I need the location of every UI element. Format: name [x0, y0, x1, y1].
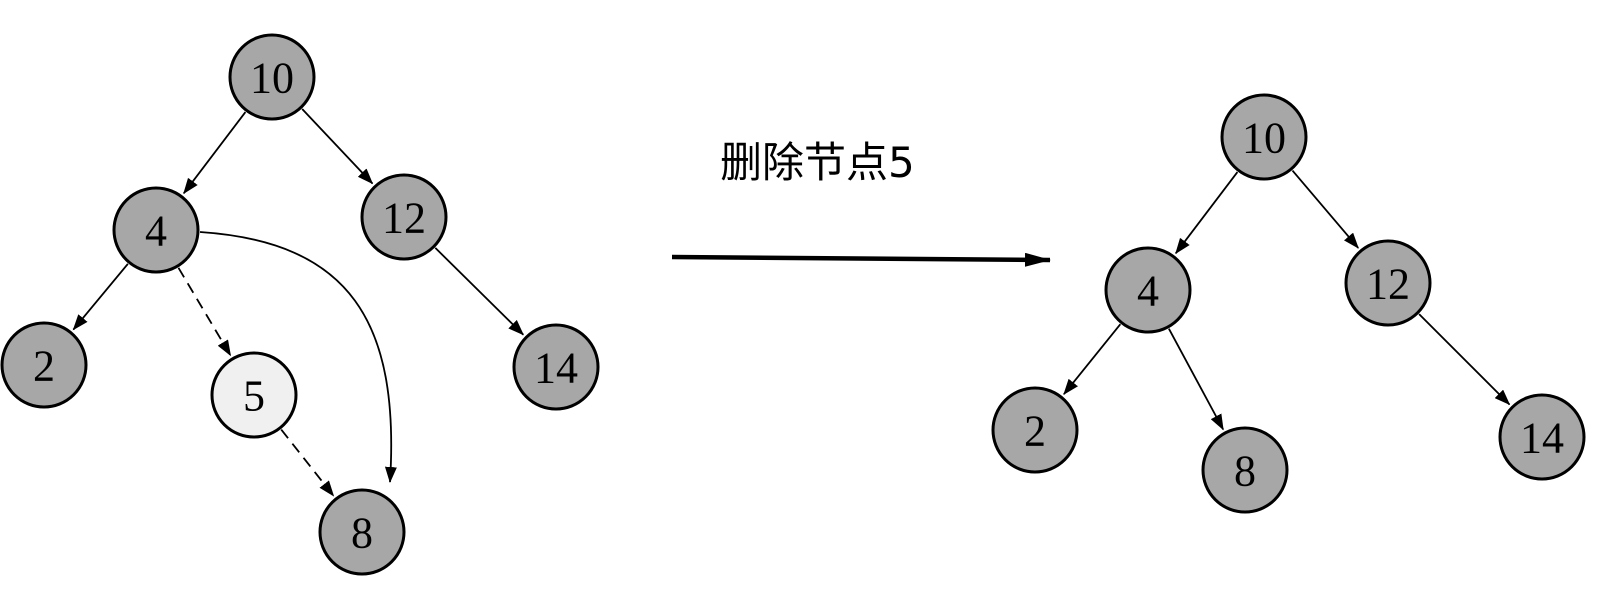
node-circle	[991, 386, 1079, 474]
node-circle	[1498, 393, 1586, 481]
node-label: 14	[1520, 414, 1564, 463]
edge-12-to-14	[1418, 313, 1511, 406]
node-label: 8	[1234, 447, 1256, 496]
node-circle	[112, 186, 200, 274]
node-circle	[360, 173, 448, 261]
node-circle	[1220, 93, 1308, 181]
edge-4-to-5	[177, 267, 232, 357]
node-label: 10	[250, 54, 294, 103]
edge-12-to-14	[434, 247, 524, 336]
node-circle	[1344, 239, 1432, 327]
node-label: 2	[33, 342, 55, 391]
edge-4-to-2	[1063, 323, 1122, 395]
before-node-10: 10	[228, 33, 316, 121]
edge-4-to-2	[72, 263, 129, 331]
edge-10-to-12	[301, 108, 374, 185]
before-node-12: 12	[360, 173, 448, 261]
edge-10-to-12	[1291, 169, 1359, 249]
edge-4-to-8	[1168, 328, 1224, 431]
node-label: 4	[1137, 267, 1159, 316]
node-circle	[512, 323, 600, 411]
deleted-node-circle	[210, 351, 298, 439]
node-label: 5	[243, 372, 265, 421]
node-label: 12	[1366, 260, 1410, 309]
node-label: 14	[534, 344, 578, 393]
node-circle	[1201, 426, 1289, 514]
node-label: 4	[145, 207, 167, 256]
edge-10-to-4	[1175, 171, 1239, 255]
node-label: 8	[351, 509, 373, 558]
after-node-10: 10	[1220, 93, 1308, 181]
edge-10-to-4	[183, 111, 247, 195]
node-label: 12	[382, 194, 426, 243]
operation-label: 删除节点5	[720, 138, 915, 187]
after-node-8: 8	[1201, 426, 1289, 514]
before-node-2: 2	[0, 321, 88, 409]
after-node-2: 2	[991, 386, 1079, 474]
after-node-14: 14	[1498, 393, 1586, 481]
transition-arrow	[671, 252, 1051, 267]
before-node-5: 5	[210, 351, 298, 439]
node-circle	[0, 321, 88, 409]
before-node-4: 4	[112, 186, 200, 274]
edge-4-to-8	[199, 231, 397, 483]
edge-5-to-8	[280, 428, 335, 497]
before-node-8: 8	[318, 488, 406, 576]
node-circle	[1104, 246, 1192, 334]
node-label: 10	[1242, 114, 1286, 163]
after-node-12: 12	[1344, 239, 1432, 327]
node-circle	[228, 33, 316, 121]
after-node-4: 4	[1104, 246, 1192, 334]
nodes-layer: 10 4 12 2 5 14 8 10 4 12 2 8 14	[0, 33, 1586, 576]
edges-layer	[72, 108, 1511, 497]
before-node-14: 14	[512, 323, 600, 411]
node-label: 2	[1024, 407, 1046, 456]
node-circle	[318, 488, 406, 576]
